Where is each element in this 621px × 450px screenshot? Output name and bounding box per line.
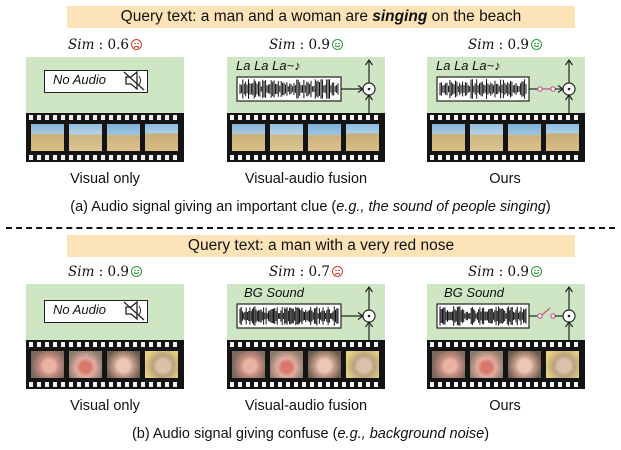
method-label: Visual only xyxy=(70,398,140,414)
fusion-diagram xyxy=(236,58,376,113)
video-frame-face xyxy=(470,351,503,378)
video-frame-beach xyxy=(508,124,541,151)
video-frame-beach xyxy=(308,124,341,151)
video-film-strip xyxy=(26,113,184,162)
happy-face-icon xyxy=(531,266,542,277)
no-audio-label: No Audio xyxy=(53,72,106,87)
audio-waveform xyxy=(439,79,527,99)
sad-face-icon xyxy=(332,266,343,277)
video-frame-beach xyxy=(69,124,102,151)
video-frame-face xyxy=(232,351,265,378)
query-text-end: on the beach xyxy=(427,8,522,25)
similarity-score: Sim : 0.9 xyxy=(231,36,381,54)
video-frame-beach xyxy=(270,124,303,151)
method-label: Ours xyxy=(489,398,521,414)
video-film-strip xyxy=(26,340,184,389)
switch-contact xyxy=(537,86,543,92)
audio-cue-label: BG Sound xyxy=(444,285,504,300)
video-frame-face xyxy=(69,351,102,378)
audio-cue-label: La La La~♪ xyxy=(236,58,301,73)
video-frame-face xyxy=(546,351,579,378)
video-frame-beach xyxy=(145,124,178,151)
muted-speaker-icon xyxy=(123,70,145,91)
query-text: Query text: a man and a woman are xyxy=(120,8,373,25)
query-text-bar: Query text: a man and a woman are singin… xyxy=(67,6,575,28)
similarity-value: 0.9 xyxy=(507,37,529,53)
video-frame-beach xyxy=(346,124,379,151)
similarity-value: 0.9 xyxy=(308,37,330,53)
video-film-strip xyxy=(227,340,385,389)
no-audio-box: No Audio xyxy=(44,70,148,93)
gated-fusion-diagram xyxy=(436,285,576,340)
video-film-strip xyxy=(427,340,585,389)
video-frame-beach xyxy=(232,124,265,151)
panel-ours: La La La~♪ xyxy=(427,57,585,162)
similarity-value: 0.9 xyxy=(507,264,529,280)
video-frame-beach xyxy=(470,124,503,151)
audio-waveform xyxy=(439,306,527,326)
switch-contact xyxy=(550,86,556,92)
similarity-value: 0.6 xyxy=(107,37,129,53)
panel-visual-audio-fusion: BG Sound xyxy=(227,284,385,389)
section-divider xyxy=(6,227,615,229)
query-text: Query text: a man with a very red nose xyxy=(187,237,455,254)
similarity-value: 0.7 xyxy=(308,264,330,280)
sad-face-icon xyxy=(131,39,142,50)
method-label: Ours xyxy=(489,171,521,187)
method-label: Visual only xyxy=(70,171,140,187)
happy-face-icon xyxy=(332,39,343,50)
video-frame-face xyxy=(432,351,465,378)
video-frame-face xyxy=(145,351,178,378)
similarity-score: Sim : 0.9 xyxy=(430,263,580,281)
video-frame-beach xyxy=(107,124,140,151)
query-text-bar: Query text: a man with a very red nose xyxy=(67,235,575,257)
happy-face-icon xyxy=(131,266,142,277)
caption-b: (b) Audio signal giving confuse (e.g., b… xyxy=(131,426,490,442)
no-audio-box: No Audio xyxy=(44,300,148,323)
switch-contact xyxy=(537,313,543,319)
happy-face-icon xyxy=(531,39,542,50)
video-film-strip xyxy=(227,113,385,162)
video-frame-face xyxy=(31,351,64,378)
panel-visual-audio-fusion: La La La~♪ xyxy=(227,57,385,162)
audio-waveform xyxy=(239,79,339,99)
video-frame-beach xyxy=(432,124,465,151)
audio-waveform xyxy=(239,306,339,326)
video-frame-face xyxy=(308,351,341,378)
video-film-strip xyxy=(427,113,585,162)
panel-visual-only: No Audio xyxy=(26,284,184,389)
query-emphasis: singing xyxy=(372,8,428,25)
caption-a: (a) Audio signal giving an important clu… xyxy=(70,199,551,215)
fusion-diagram xyxy=(236,285,376,340)
similarity-score: Sim : 0.9 xyxy=(430,36,580,54)
method-label: Visual-audio fusion xyxy=(244,171,368,187)
similarity-score: Sim : 0.6 xyxy=(30,36,180,54)
no-audio-label: No Audio xyxy=(53,302,106,317)
video-frame-face xyxy=(107,351,140,378)
similarity-value: 0.9 xyxy=(107,264,129,280)
panel-visual-only: No Audio xyxy=(26,57,184,162)
audio-cue-label: BG Sound xyxy=(244,285,304,300)
video-frame-face xyxy=(508,351,541,378)
video-frame-face xyxy=(346,351,379,378)
gated-fusion-diagram xyxy=(436,58,576,113)
video-frame-beach xyxy=(546,124,579,151)
video-frame-face xyxy=(270,351,303,378)
switch-contact xyxy=(550,313,556,319)
open-switch-icon xyxy=(541,307,551,316)
similarity-score: Sim : 0.9 xyxy=(30,263,180,281)
similarity-score: Sim : 0.7 xyxy=(231,263,381,281)
muted-speaker-icon xyxy=(123,300,145,321)
method-label: Visual-audio fusion xyxy=(244,398,368,414)
video-frame-beach xyxy=(31,124,64,151)
audio-cue-label: La La La~♪ xyxy=(436,58,501,73)
panel-ours: BG Sound xyxy=(427,284,585,389)
